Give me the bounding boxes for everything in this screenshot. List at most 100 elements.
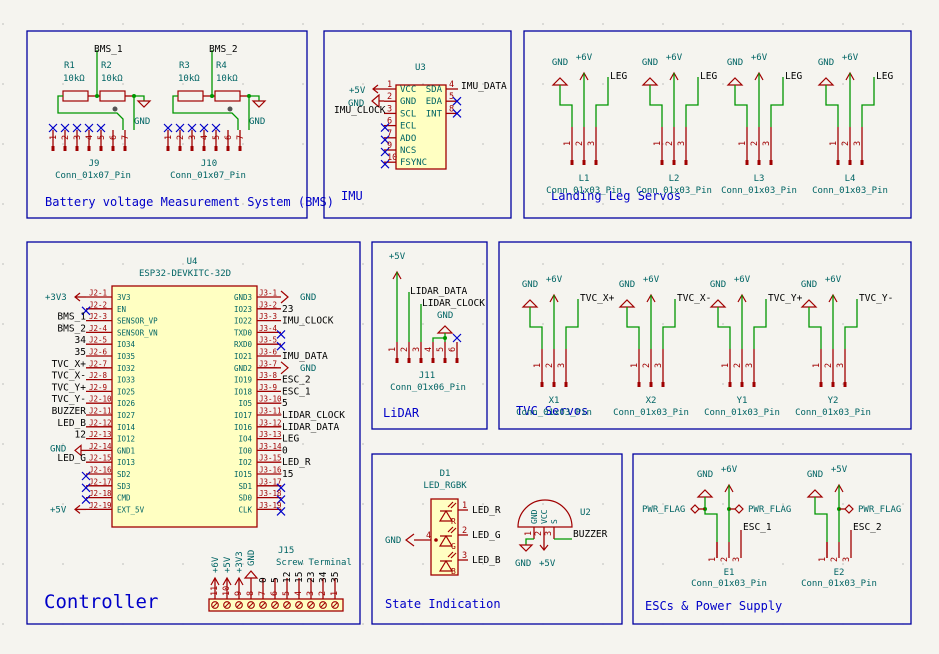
imu-body[interactable] [395,84,447,170]
grid-dot [542,203,544,205]
pin-number: 1 [630,363,640,368]
junction [443,336,447,340]
grid-dot [722,23,724,25]
power-label: +5V [50,505,67,515]
pin-number: 3 [557,363,567,368]
led-emission-icon [447,551,457,559]
pin-number: J2-14 [89,442,112,451]
wire [626,307,640,349]
grid-dot [482,503,484,505]
resistor-icon [214,90,241,102]
esc-title: ESCs & Power Supply [645,599,782,613]
grid-dot [602,443,604,445]
pin-name: IO2 [238,458,252,467]
pin-number: J3-7 [259,359,277,368]
grid-dot [602,203,604,205]
pin-name: IO4 [238,435,252,444]
grid-dot [782,563,784,565]
grid-dot [362,263,364,265]
buzzer-ref: U2 [580,508,591,518]
pwr-flag-label: PWR_FLAG [748,505,791,515]
grid-dot [362,83,364,85]
pin-end [848,160,852,165]
net-label: 23 [282,304,293,315]
junction [112,106,118,112]
pin-end [860,160,864,165]
screw-icon [271,601,279,609]
grid-dot [122,83,124,85]
power-label: GND [818,58,834,68]
wire [559,85,573,127]
net-label: TVC_X- [677,293,711,304]
pin-number: J2-13 [89,430,112,439]
power-arrow-icon [234,576,244,586]
pin-end [594,160,598,165]
grid-dot [422,443,424,445]
controller-title: Controller [44,591,158,613]
led-value: LED_RGBK [423,481,467,491]
grid-dot [662,263,664,265]
net-label: LEG [700,71,717,82]
esp32-body[interactable] [111,285,258,528]
wire [525,538,534,545]
grid-dot [62,383,64,385]
net-label: TVC_Y- [52,394,86,405]
pin-name: GND [400,97,416,107]
pin-name: SENSOR_VN [117,328,158,337]
pin-number: 3 [853,141,863,146]
pin-number: 3 [587,141,597,146]
grid-dot [62,143,64,145]
grid-dot [2,203,4,205]
grid-dot [542,563,544,565]
net-label: TVC_X- [52,371,86,382]
grid-dot [482,383,484,385]
wire [134,95,145,101]
grid-dot [2,503,4,505]
pin-name: SD2 [117,470,131,479]
resistor-value: 10kΩ [216,74,238,84]
terminal-value: Screw Terminal [276,558,352,568]
state-frame [371,453,623,625]
pin-name: IO5 [238,399,252,408]
pin-number: J2-18 [89,489,112,498]
net-label: ESC_2 [282,375,311,386]
pin-number: J3-9 [259,383,277,392]
grid-dot [182,263,184,265]
pin-number: 3 [306,591,316,596]
no-connect-icon [84,123,94,133]
sheet-bms[interactable]: Battery voltage Measurement System (BMS)… [26,30,334,219]
wire [717,307,731,349]
pin-number: 3 [73,135,83,140]
gnd-symbol-icon [551,77,569,86]
pin-name: IO19 [234,376,252,385]
power-label: +6V [751,53,768,63]
pin-number: 3 [745,363,755,368]
wire [432,337,445,342]
pin-number: 1 [708,557,718,562]
connector-value: Conn_01x03_Pin [801,579,877,589]
